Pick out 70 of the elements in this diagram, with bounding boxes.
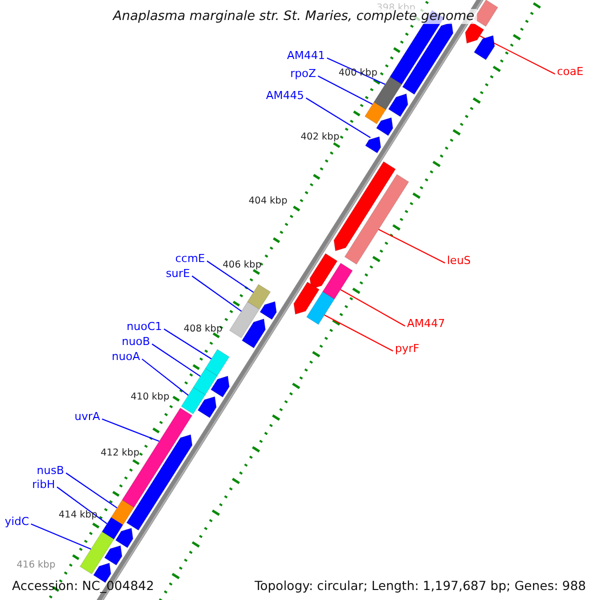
gene-label: ccmE [175, 252, 205, 264]
scale-label: 404 kbp [248, 196, 288, 206]
gene-label: pyrF [395, 342, 420, 354]
scale-label: 406 kbp [222, 260, 262, 270]
gene-label: AM441 [286, 48, 325, 62]
leader-line [56, 486, 108, 524]
leader-line [306, 98, 371, 138]
gene-feature [309, 253, 338, 290]
leader-line [206, 260, 254, 293]
leader-line [378, 228, 446, 264]
gene-feature [122, 408, 193, 508]
gene-feature [334, 161, 396, 252]
gene-feature [306, 291, 335, 325]
gene-feature [402, 22, 454, 95]
gene-label: nuoA [112, 350, 140, 362]
gene-feature [242, 318, 266, 348]
gene-feature [204, 348, 230, 376]
gene-feature [344, 174, 410, 265]
gene-feature [293, 282, 320, 315]
leader-line [164, 328, 212, 360]
gene-feature [464, 22, 484, 44]
gene-feature [102, 516, 124, 540]
leader-line [318, 76, 373, 105]
gene-label: AM445 [266, 88, 304, 102]
gene-feature [192, 368, 218, 396]
gene-label: nusB [36, 464, 64, 476]
leader-line [102, 418, 160, 442]
leader-line [326, 58, 386, 85]
gene-label: rpoZ [290, 66, 316, 80]
gene-label: leuS [447, 254, 471, 266]
gene-label: AM447 [407, 316, 446, 330]
gene-feature [322, 262, 353, 300]
leader-line [142, 358, 189, 396]
gene-feature [80, 531, 114, 574]
scale-label: 402 kbp [300, 132, 340, 142]
gene-label: coaE [557, 64, 584, 78]
scale-label: 412 kbp [100, 448, 140, 458]
gene-feature [197, 396, 217, 418]
leader-line [480, 35, 556, 74]
scale-label: 410 kbp [130, 392, 170, 402]
gene-label: nuoC1 [126, 320, 162, 332]
leader-line [66, 472, 118, 508]
scale-label: 416 kbp [16, 560, 56, 570]
gene-feature [210, 376, 230, 398]
gene-feature [247, 284, 271, 310]
scale-label: 408 kbp [184, 324, 222, 334]
scale-label: 400 kbp [338, 68, 378, 78]
leader-line [324, 314, 394, 352]
leader-line [192, 276, 242, 312]
gene-label: nuoB [122, 334, 150, 348]
scale-label: 414 kbp [58, 510, 98, 520]
gene-feature [376, 117, 394, 136]
gene-feature [474, 35, 495, 60]
gene-feature [104, 545, 122, 566]
gene-label: yidC [4, 514, 29, 528]
leader-line [30, 524, 92, 550]
gene-feature [180, 386, 206, 414]
gene-feature [364, 102, 386, 124]
gene-label: surE [166, 266, 190, 280]
gene-feature [229, 301, 260, 338]
gene-feature [110, 500, 134, 526]
gene-feature [388, 93, 408, 118]
gene-label: uvrA [74, 410, 100, 422]
footer-text: Topology: circular; Length: 1,197,687 bp; Genes: 988 [254, 578, 587, 593]
gene-feature [364, 136, 382, 154]
gene-feature [373, 76, 402, 110]
leader-line [152, 344, 201, 377]
footer-text: Accession: NC_004842 [11, 578, 156, 593]
leader-line [340, 289, 406, 326]
gene-label: ribH [32, 478, 55, 490]
